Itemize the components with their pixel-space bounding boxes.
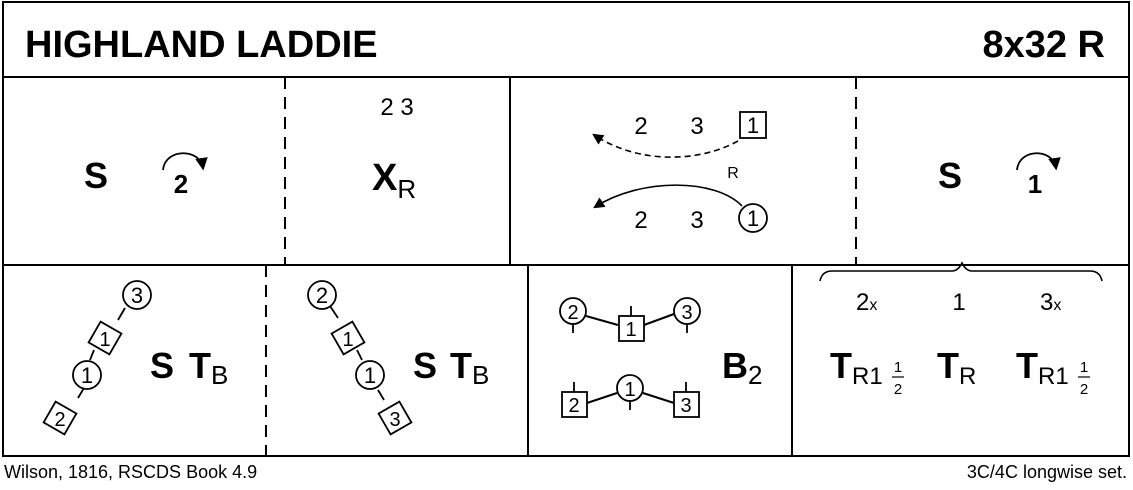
balance-line-top: [559, 297, 701, 342]
dancer-3-top: 3: [690, 113, 703, 140]
balance-top-left: 2: [567, 302, 578, 324]
clockwise-turn-icon: [162, 152, 208, 171]
turn-couple-number: 2: [174, 169, 188, 199]
diagonal-man-bottom: 3: [389, 409, 400, 431]
turn-right-1-half: TR1: [830, 345, 883, 390]
fraction-denominator: 2: [894, 381, 902, 398]
couple-2-label: 2x: [856, 289, 877, 316]
setting-figure: S: [150, 345, 174, 386]
balance-top-right: 3: [681, 302, 692, 324]
dancing-couples: 2 3: [380, 94, 413, 121]
dashed-path-arrow: [592, 133, 739, 158]
woman-1-label: 1: [747, 206, 759, 231]
dancer-2-top: 2: [634, 113, 647, 140]
setting-figure: S: [413, 345, 437, 386]
setting-figure: S: [84, 155, 108, 196]
couple-1-label: 1: [952, 289, 965, 316]
balance-top-center: 1: [625, 319, 636, 341]
woman-circle-icon: [738, 203, 768, 233]
diagonal-formation: [42, 280, 152, 436]
man-1-label: 1: [747, 113, 759, 138]
dancer-3-bottom: 3: [690, 207, 703, 234]
balance-bottom-right: 3: [680, 395, 691, 417]
balance-bottom-left: 2: [568, 395, 579, 417]
dance-format: 8x32 R: [982, 24, 1105, 66]
turn-right: TR: [937, 345, 976, 390]
dance-card: HIGHLAND LADDIE 8x32 R S 2 2 3 XR 2 3 1 …: [2, 1, 1130, 457]
diagonal-man-bottom: 2: [54, 409, 65, 431]
setting-figure: S: [938, 155, 962, 196]
diagonal-man-1: 1: [99, 329, 110, 351]
man-square-icon: [739, 111, 767, 139]
turn-both-figure: TB: [450, 345, 489, 390]
solid-path-arrow: [593, 184, 743, 209]
diagonal-woman-1: 1: [81, 363, 93, 388]
clockwise-turn-icon: [1016, 152, 1061, 171]
turn-couple-number: 1: [1028, 169, 1042, 199]
fraction-denominator: 2: [1080, 381, 1088, 398]
source-credit: Wilson, 1816, RSCDS Book 4.9: [4, 462, 258, 482]
balance-line-bottom: [561, 374, 700, 418]
turn-both-figure: TB: [189, 345, 228, 390]
diagonal-woman-top: 2: [316, 283, 328, 308]
balance-figure: B2: [722, 345, 762, 390]
couple-3-label: 3x: [1040, 289, 1061, 316]
set-formation: 3C/4C longwise set.: [966, 462, 1127, 482]
cross-figure: XR: [372, 157, 416, 204]
diagonal-woman-1: 1: [364, 363, 376, 388]
balance-bottom-center: 1: [624, 379, 635, 401]
fraction-numerator: 1: [1080, 359, 1088, 376]
card-border: [2, 1, 1130, 457]
fraction-numerator: 1: [894, 359, 902, 376]
dance-title: HIGHLAND LADDIE: [25, 24, 378, 66]
diagonal-man-1: 1: [342, 329, 353, 351]
dancer-2-bottom: 2: [634, 207, 647, 234]
diagonal-woman-top: 3: [131, 283, 143, 308]
turn-right-1-half: TR1: [1016, 345, 1069, 390]
couples-bracket: [819, 261, 1103, 282]
diagonal-formation: [307, 280, 413, 436]
hand-label: R: [727, 165, 739, 182]
